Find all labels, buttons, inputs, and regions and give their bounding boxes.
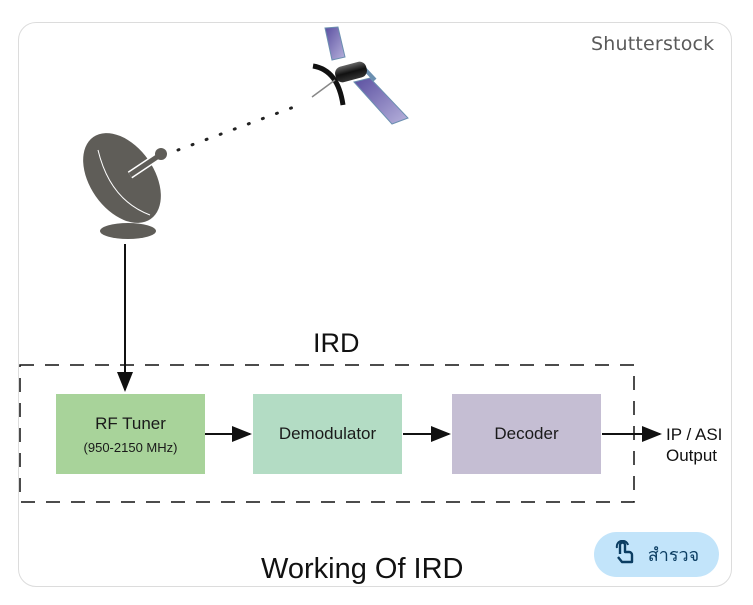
block-decoder: Decoder [452, 394, 601, 474]
explore-label: สำรวจ [647, 545, 700, 565]
signal-path [176, 102, 304, 152]
output-label: IP / ASI Output [666, 424, 722, 466]
diagram-caption: Working Of IRD [261, 553, 464, 585]
explore-button[interactable]: สำรวจ [594, 532, 719, 577]
hand-pointer-icon [614, 539, 634, 569]
block-label: Decoder [494, 424, 559, 443]
block-rf-tuner: RF Tuner (950-2150 MHz) [56, 394, 205, 474]
block-label: Demodulator [278, 424, 377, 443]
ird-label: IRD [313, 328, 360, 358]
block-demodulator: Demodulator [253, 394, 402, 474]
credit-label: Shutterstock [591, 33, 715, 55]
satellite-dish-icon [83, 133, 167, 239]
block-sublabel: (950-2150 MHz) [83, 439, 178, 455]
block-label: RF Tuner [95, 413, 166, 433]
image-card [18, 22, 732, 587]
satellite-icon [311, 26, 409, 125]
output-label-line2: Output [666, 446, 718, 465]
output-label-line1: IP / ASI [666, 425, 723, 444]
